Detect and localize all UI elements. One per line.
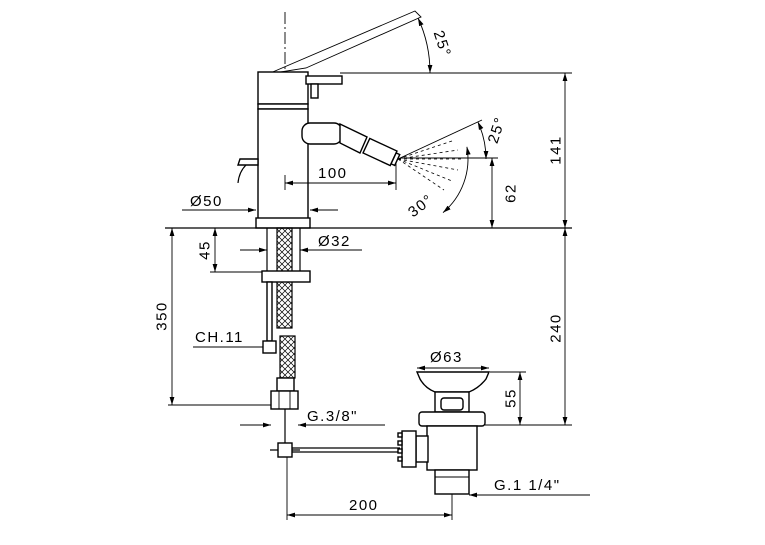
hose-length-dimension: 350 bbox=[154, 228, 271, 406]
shank-diameter-dimension: Ø32 bbox=[240, 233, 362, 253]
spray-angle-label: 30° bbox=[405, 191, 437, 221]
lever-arm bbox=[305, 75, 343, 85]
hose-thread-label: G.3/8" bbox=[307, 408, 358, 425]
spout-reach-dimension: 100 bbox=[284, 162, 397, 190]
wrench-size-label: CH.11 bbox=[195, 329, 244, 346]
rod-length-label: 200 bbox=[349, 497, 379, 514]
wrench-size-callout: CH.11 bbox=[193, 329, 263, 348]
spout-height-label: 62 bbox=[503, 183, 520, 203]
spray-group: 25° 30° 62 bbox=[397, 114, 520, 228]
drain-rod-socket bbox=[415, 435, 429, 463]
lever-group: 25° bbox=[257, 10, 572, 105]
lever-angle-arc bbox=[417, 17, 433, 74]
mixer-body-group bbox=[237, 103, 311, 229]
braided-hose-lower bbox=[279, 335, 296, 379]
drain-tail-thread bbox=[434, 469, 470, 495]
drain-flange bbox=[415, 371, 491, 393]
drain-group bbox=[397, 371, 491, 495]
drain-diameter-label: Ø63 bbox=[430, 349, 463, 366]
drain-flange-height-dimension: 55 bbox=[490, 371, 526, 425]
stud-nut bbox=[262, 340, 277, 354]
base-diameter-dimension: Ø50 bbox=[182, 193, 338, 213]
knurled-nut-teeth bbox=[397, 432, 403, 462]
drain-knurled-nut bbox=[401, 430, 417, 468]
spout-reach-label: 100 bbox=[318, 165, 348, 182]
drain-depth-dimension: 240 bbox=[485, 228, 572, 426]
rod-length-dimension: 200 bbox=[286, 457, 453, 520]
popup-knob-hook bbox=[237, 164, 247, 184]
total-height-dimension: 141 bbox=[548, 73, 568, 228]
hose-length-label: 350 bbox=[154, 301, 171, 331]
drain-depth-label: 240 bbox=[548, 313, 565, 343]
spout-group bbox=[301, 122, 401, 167]
spout-angle-label: 25° bbox=[485, 114, 510, 145]
hose-thread-callout: G.3/8" bbox=[240, 408, 385, 428]
lever-pin bbox=[310, 83, 319, 99]
knurl-tooth bbox=[397, 456, 403, 462]
spout-horizontal bbox=[301, 122, 343, 145]
spray-angle-arc bbox=[442, 146, 471, 213]
total-height-label: 141 bbox=[548, 135, 565, 165]
drain-diameter-dimension: Ø63 bbox=[417, 349, 489, 371]
spray-lines bbox=[397, 140, 461, 191]
mixer-base bbox=[255, 217, 311, 229]
spout-angle-reference-line bbox=[397, 119, 483, 160]
spout-aerator-tip bbox=[390, 151, 401, 167]
drain-body bbox=[426, 425, 478, 471]
shank-group bbox=[261, 227, 311, 410]
drain-thread-callout: G.1 1/4" bbox=[469, 477, 590, 498]
drain-lock-nut bbox=[418, 411, 486, 427]
fixing-stud bbox=[266, 281, 273, 342]
spout-angled bbox=[339, 122, 368, 154]
drain-plug bbox=[440, 397, 464, 411]
drain-thread-label: G.1 1/4" bbox=[494, 477, 561, 494]
lever-cap bbox=[257, 71, 309, 105]
lever-raised-outline bbox=[267, 10, 422, 75]
hose-fitting bbox=[276, 377, 295, 392]
lever-angle-label: 25° bbox=[430, 28, 455, 59]
knurl-tooth bbox=[397, 432, 403, 438]
knurl-tooth bbox=[397, 440, 403, 446]
fixing-washer bbox=[261, 270, 311, 283]
body-band bbox=[257, 103, 309, 110]
popup-rod-clamp bbox=[277, 442, 293, 458]
hose-hex-nut bbox=[270, 390, 299, 410]
popup-knob bbox=[237, 158, 259, 166]
shank-length-dimension: 45 bbox=[197, 228, 262, 273]
shank-diameter-label: Ø32 bbox=[318, 233, 351, 250]
mixer-body bbox=[257, 108, 309, 221]
drain-flange-height-label: 55 bbox=[503, 388, 520, 408]
base-diameter-label: Ø50 bbox=[190, 193, 223, 210]
knurl-tooth bbox=[397, 448, 403, 454]
popup-rod-group bbox=[270, 409, 400, 458]
shank-length-label: 45 bbox=[197, 240, 214, 260]
